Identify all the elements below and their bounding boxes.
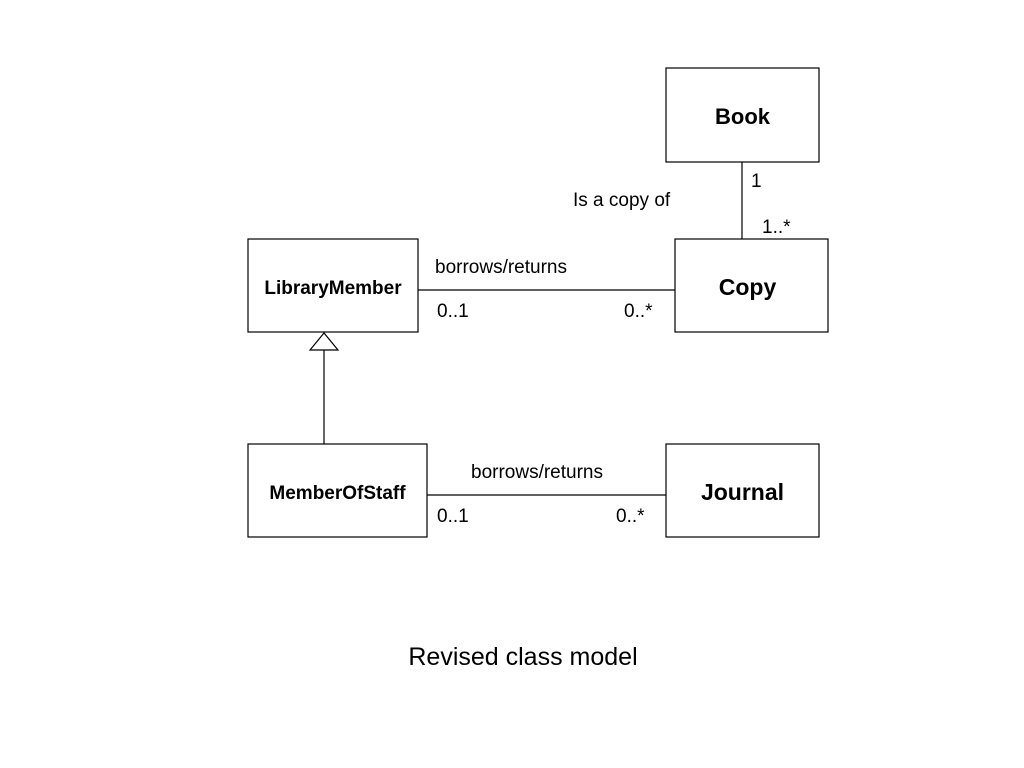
staff-journal-label: borrows/returns (471, 462, 603, 483)
member-end-multiplicity: 0..1 (437, 301, 469, 322)
class-journal[interactable]: Journal (665, 443, 820, 538)
class-member-of-staff[interactable]: MemberOfStaff (247, 443, 428, 538)
class-copy[interactable]: Copy (674, 238, 829, 333)
diagram-caption: Revised class model (408, 643, 637, 671)
class-journal-name: Journal (701, 479, 784, 505)
class-member-of-staff-name: MemberOfStaff (269, 483, 406, 504)
copy-of-label: Is a copy of (573, 190, 671, 211)
class-library-member-box (247, 238, 419, 333)
class-book[interactable]: Book (665, 67, 820, 163)
journal-end-multiplicity: 0..* (616, 506, 645, 527)
class-journal-box (665, 443, 820, 538)
copy-end-multiplicity-of-book: 1..* (762, 217, 791, 238)
class-book-box (665, 67, 820, 163)
class-library-member[interactable]: LibraryMember (247, 238, 419, 333)
class-library-member-name: LibraryMember (264, 278, 402, 299)
copy-end-multiplicity-of-member: 0..* (624, 301, 653, 322)
class-book-name: Book (715, 104, 771, 129)
generalization-arrowhead (308, 332, 340, 351)
class-copy-box (674, 238, 829, 333)
member-copy-label: borrows/returns (435, 257, 567, 278)
class-member-of-staff-box (247, 443, 428, 538)
class-copy-name: Copy (719, 274, 777, 300)
book-end-multiplicity: 1 (751, 171, 762, 192)
staff-end-multiplicity: 0..1 (437, 506, 469, 527)
